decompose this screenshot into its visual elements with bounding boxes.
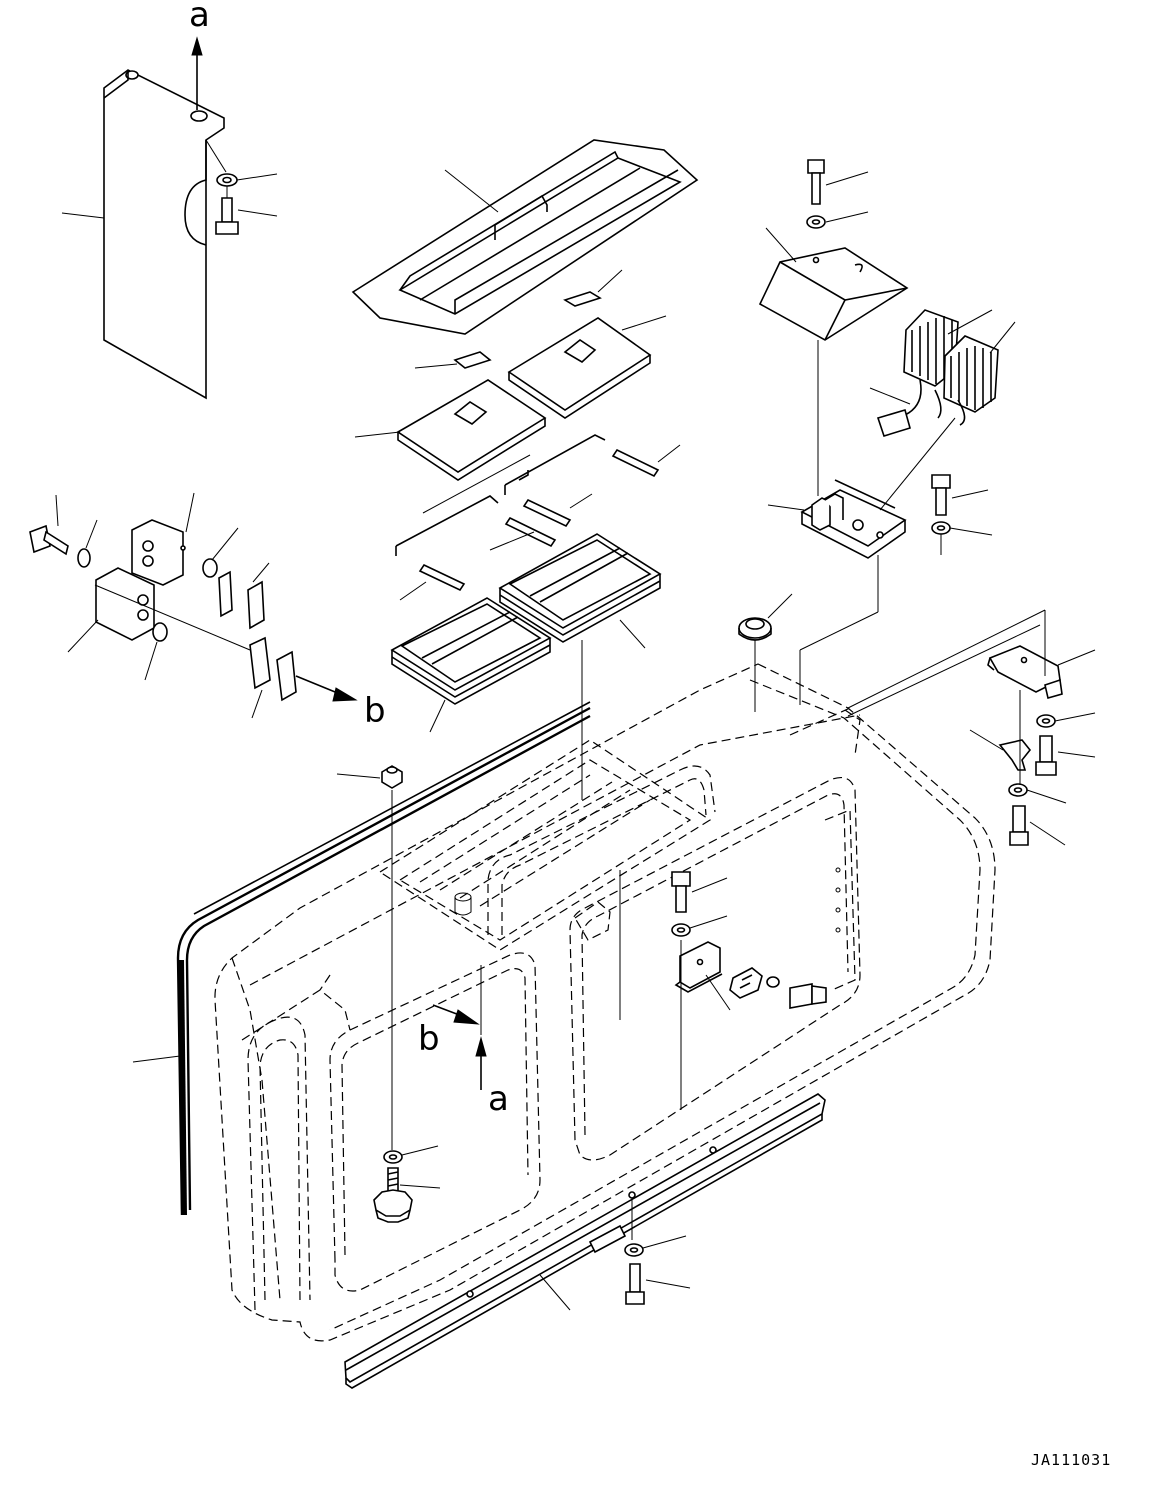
lamp-washer (806, 215, 826, 229)
battery-left (390, 597, 552, 705)
latch-striker (729, 967, 763, 999)
knob-bolt (373, 1167, 413, 1223)
hold-down-bracket-lower (395, 495, 499, 556)
pad-upper (563, 291, 602, 307)
panel-washer (216, 173, 238, 187)
washer-left (77, 548, 91, 568)
box-pin (454, 892, 472, 916)
drawing-code: JA111031 (1031, 1451, 1111, 1469)
side-bracket-right (987, 645, 1063, 700)
clip-lower-pair (249, 636, 297, 702)
side-bracket-bolt (1035, 735, 1057, 776)
latch-small-washer (766, 976, 780, 988)
box-window-left (329, 952, 541, 1292)
hinge-plate (574, 809, 856, 991)
grommet-left (202, 558, 218, 578)
arrow-b-center (432, 1004, 480, 1025)
bottom-guide-rail (344, 1093, 826, 1389)
door-weatherstrip (176, 701, 591, 1216)
battery-cover (351, 139, 699, 335)
hold-down-rod-c (504, 516, 557, 548)
bracket-left-upper (131, 519, 186, 586)
lamp-mounting-base (800, 479, 907, 559)
latch-bolt-horizontal (789, 983, 827, 1009)
box-handle-left (241, 974, 351, 1311)
arrow-b-right (295, 675, 358, 702)
hold-down-bracket-upper (504, 434, 606, 495)
side-clip (998, 739, 1032, 771)
hold-down-rod-a (611, 448, 660, 478)
hold-down-rod-b (522, 498, 572, 528)
panel-bolt (215, 197, 239, 235)
reference-label-b-right: b (364, 691, 386, 731)
grommet-left-lower (152, 622, 168, 642)
box-window-right (569, 777, 861, 1161)
side-bolt-lower (1009, 805, 1029, 846)
mounting-bolt-left (29, 524, 69, 556)
rail-washer (624, 1243, 644, 1257)
knob-washer (383, 1150, 403, 1164)
side-bracket-washer (1036, 714, 1056, 728)
flange-nut (381, 765, 403, 789)
reference-label-b-center: b (418, 1019, 440, 1059)
reference-label-a-top: a (189, 0, 210, 35)
lamp-bolt (807, 159, 825, 205)
lamp-housing-cover (758, 247, 909, 341)
arrow-a-center (475, 1036, 487, 1090)
side-cover-panel (103, 69, 225, 400)
rail-bolt (625, 1263, 645, 1305)
side-washer-lower (1008, 783, 1028, 797)
work-lamp-pair (876, 309, 999, 437)
reference-label-a-center: a (488, 1079, 509, 1119)
battery-tray-left (396, 379, 547, 481)
lamp-bracket-bolt (931, 474, 951, 516)
lamp-bracket-washer (931, 521, 951, 535)
battery-tray-right (507, 317, 652, 419)
battery-box-body (214, 663, 996, 1342)
latch-washer (671, 923, 691, 937)
clip-upper-pair (218, 570, 265, 630)
arrow-a-top (191, 36, 203, 110)
latch-bolt-upper (671, 871, 691, 913)
battery-right (498, 533, 662, 643)
box-grommet (738, 617, 772, 641)
hold-down-rod-d (418, 563, 466, 592)
box-handle-upper (487, 765, 716, 935)
latch-bracket (674, 941, 723, 993)
pad-lower (453, 351, 492, 369)
